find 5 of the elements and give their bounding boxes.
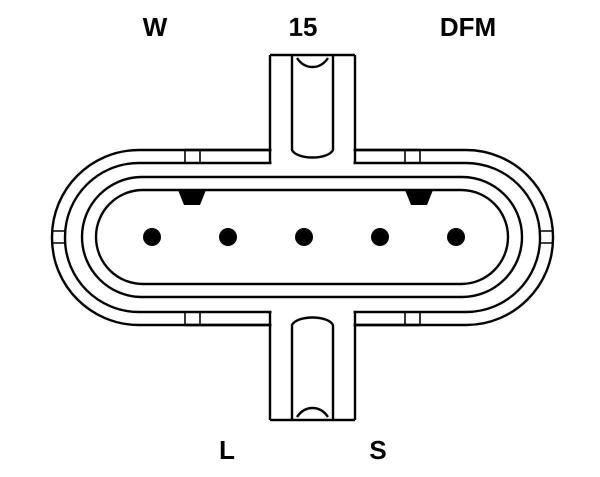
pin-label: L	[220, 441, 234, 459]
pin-label: DFM	[442, 18, 494, 36]
pin-label: W	[142, 18, 168, 36]
pin-label: S	[370, 440, 386, 460]
pin-label: 15	[290, 18, 317, 36]
